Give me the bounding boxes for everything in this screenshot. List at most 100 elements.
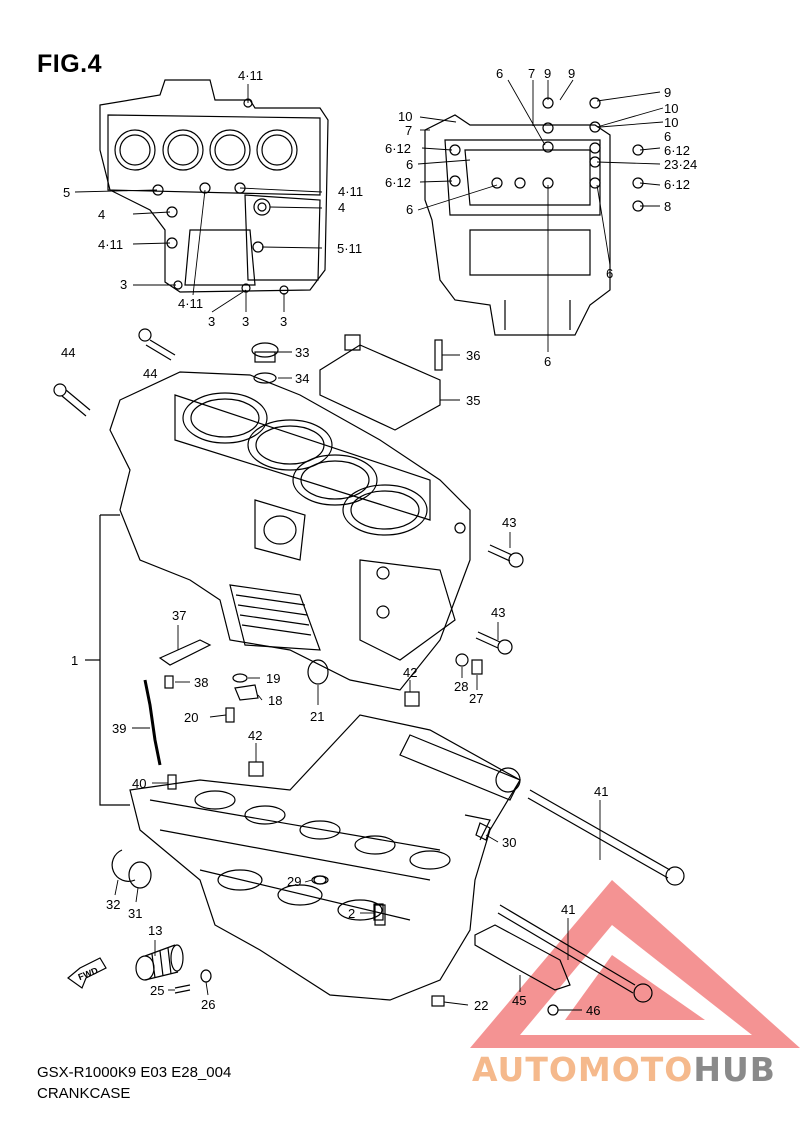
callout: 20: [184, 710, 198, 725]
assembly-bracket: [99, 514, 130, 806]
callout: 7: [405, 123, 412, 138]
callout: 3: [120, 277, 127, 292]
watermark-text-2: HUB: [693, 1050, 776, 1089]
bolt-43-upper: [487, 544, 524, 568]
callout: 21: [310, 709, 324, 724]
model-code: GSX-R1000K9 E03 E28_004: [37, 1064, 232, 1081]
cover-35: [319, 334, 441, 431]
callout: 30: [502, 835, 516, 850]
callout: 2: [348, 906, 355, 921]
callout: 6: [406, 202, 413, 217]
bolt-46: [547, 1004, 559, 1016]
callout: 46: [586, 1003, 600, 1018]
bolt-25: [174, 984, 191, 994]
upper-crankcase: [109, 371, 471, 691]
callout: 6: [406, 157, 413, 172]
callout: 10: [664, 115, 678, 130]
callout: 42: [248, 728, 262, 743]
callout: 6: [606, 266, 613, 281]
bolt-36: [434, 339, 443, 371]
bracket-45: [474, 924, 571, 991]
callout: 4·11: [338, 184, 363, 199]
callout: 6·12: [664, 143, 690, 158]
callout: 6·12: [664, 177, 690, 192]
callout: 6·12: [385, 175, 411, 190]
callout: 39: [112, 721, 126, 736]
bolt-41-lower: [497, 904, 653, 1003]
bolt-20: [225, 707, 235, 723]
callout: 3: [208, 314, 215, 329]
pipe-39: [143, 679, 162, 766]
callout: 5: [63, 185, 70, 200]
plug-22: [431, 995, 445, 1007]
callout: 10: [398, 109, 412, 124]
callout: 37: [172, 608, 186, 623]
bolt-43-lower: [475, 631, 513, 655]
callout: 35: [466, 393, 480, 408]
callout: 32: [106, 897, 120, 912]
plate-37: [158, 639, 212, 666]
watermark-logo: AUTOMOTOHUB: [472, 1050, 776, 1089]
callout: 43: [491, 605, 505, 620]
callout: 36: [466, 348, 480, 363]
o-ring-34: [253, 372, 277, 384]
callout: 26: [201, 997, 215, 1012]
fwd-arrow-icon: [67, 957, 107, 989]
callout: 9: [568, 66, 575, 81]
callout: 41: [594, 784, 608, 799]
callout: 4·11: [238, 68, 263, 83]
callout: 9: [664, 85, 671, 100]
inset-lower-case: [424, 97, 644, 336]
callout: 6: [664, 129, 671, 144]
callout: 18: [268, 693, 282, 708]
callout: 34: [295, 371, 309, 386]
callout: 4: [338, 200, 345, 215]
callout: 42: [403, 665, 417, 680]
callout: 38: [194, 675, 208, 690]
lower-crankcase: [129, 714, 521, 1001]
callout: 6: [544, 354, 551, 369]
callout: 28: [454, 679, 468, 694]
callout: 44: [61, 345, 75, 360]
callout: 6·12: [385, 141, 411, 156]
spring-30: [475, 822, 491, 841]
leader-lines: [74, 79, 664, 1011]
inset-upper-case: [99, 79, 329, 295]
callout: 3: [242, 314, 249, 329]
callout: 8: [664, 199, 671, 214]
gasket-19: [232, 673, 248, 683]
callout: 1: [71, 653, 78, 668]
callout: 3: [280, 314, 287, 329]
bolt-44-left: [53, 383, 91, 417]
callout: 4: [98, 207, 105, 222]
callout: 25: [150, 983, 164, 998]
figure-title: FIG.4: [37, 50, 103, 78]
callout: 40: [132, 776, 146, 791]
circlip-32: [111, 849, 136, 882]
callout: 4·11: [98, 237, 123, 252]
cap-21: [307, 659, 329, 685]
callout: 4·11: [178, 296, 203, 311]
callout: 41: [561, 902, 575, 917]
callout: 45: [512, 993, 526, 1008]
callout: 33: [295, 345, 309, 360]
bracket-18: [234, 684, 259, 701]
figure-name: CRANKCASE: [37, 1085, 131, 1102]
watermark-text-1: AUTOMOTO: [472, 1050, 694, 1089]
callout: 31: [128, 906, 142, 921]
callout: 44: [143, 366, 157, 381]
plug-27: [471, 659, 483, 675]
callout: 29: [287, 874, 301, 889]
plug-33: [251, 342, 279, 363]
callout: 5·11: [337, 241, 362, 256]
bolt-41-right: [527, 789, 685, 886]
dowel-42-upper: [404, 691, 420, 707]
callout: 27: [469, 691, 483, 706]
callout: 22: [474, 998, 488, 1013]
callout: 23·24: [664, 157, 697, 172]
dowel-42-lower: [248, 761, 264, 777]
callout: 43: [502, 515, 516, 530]
